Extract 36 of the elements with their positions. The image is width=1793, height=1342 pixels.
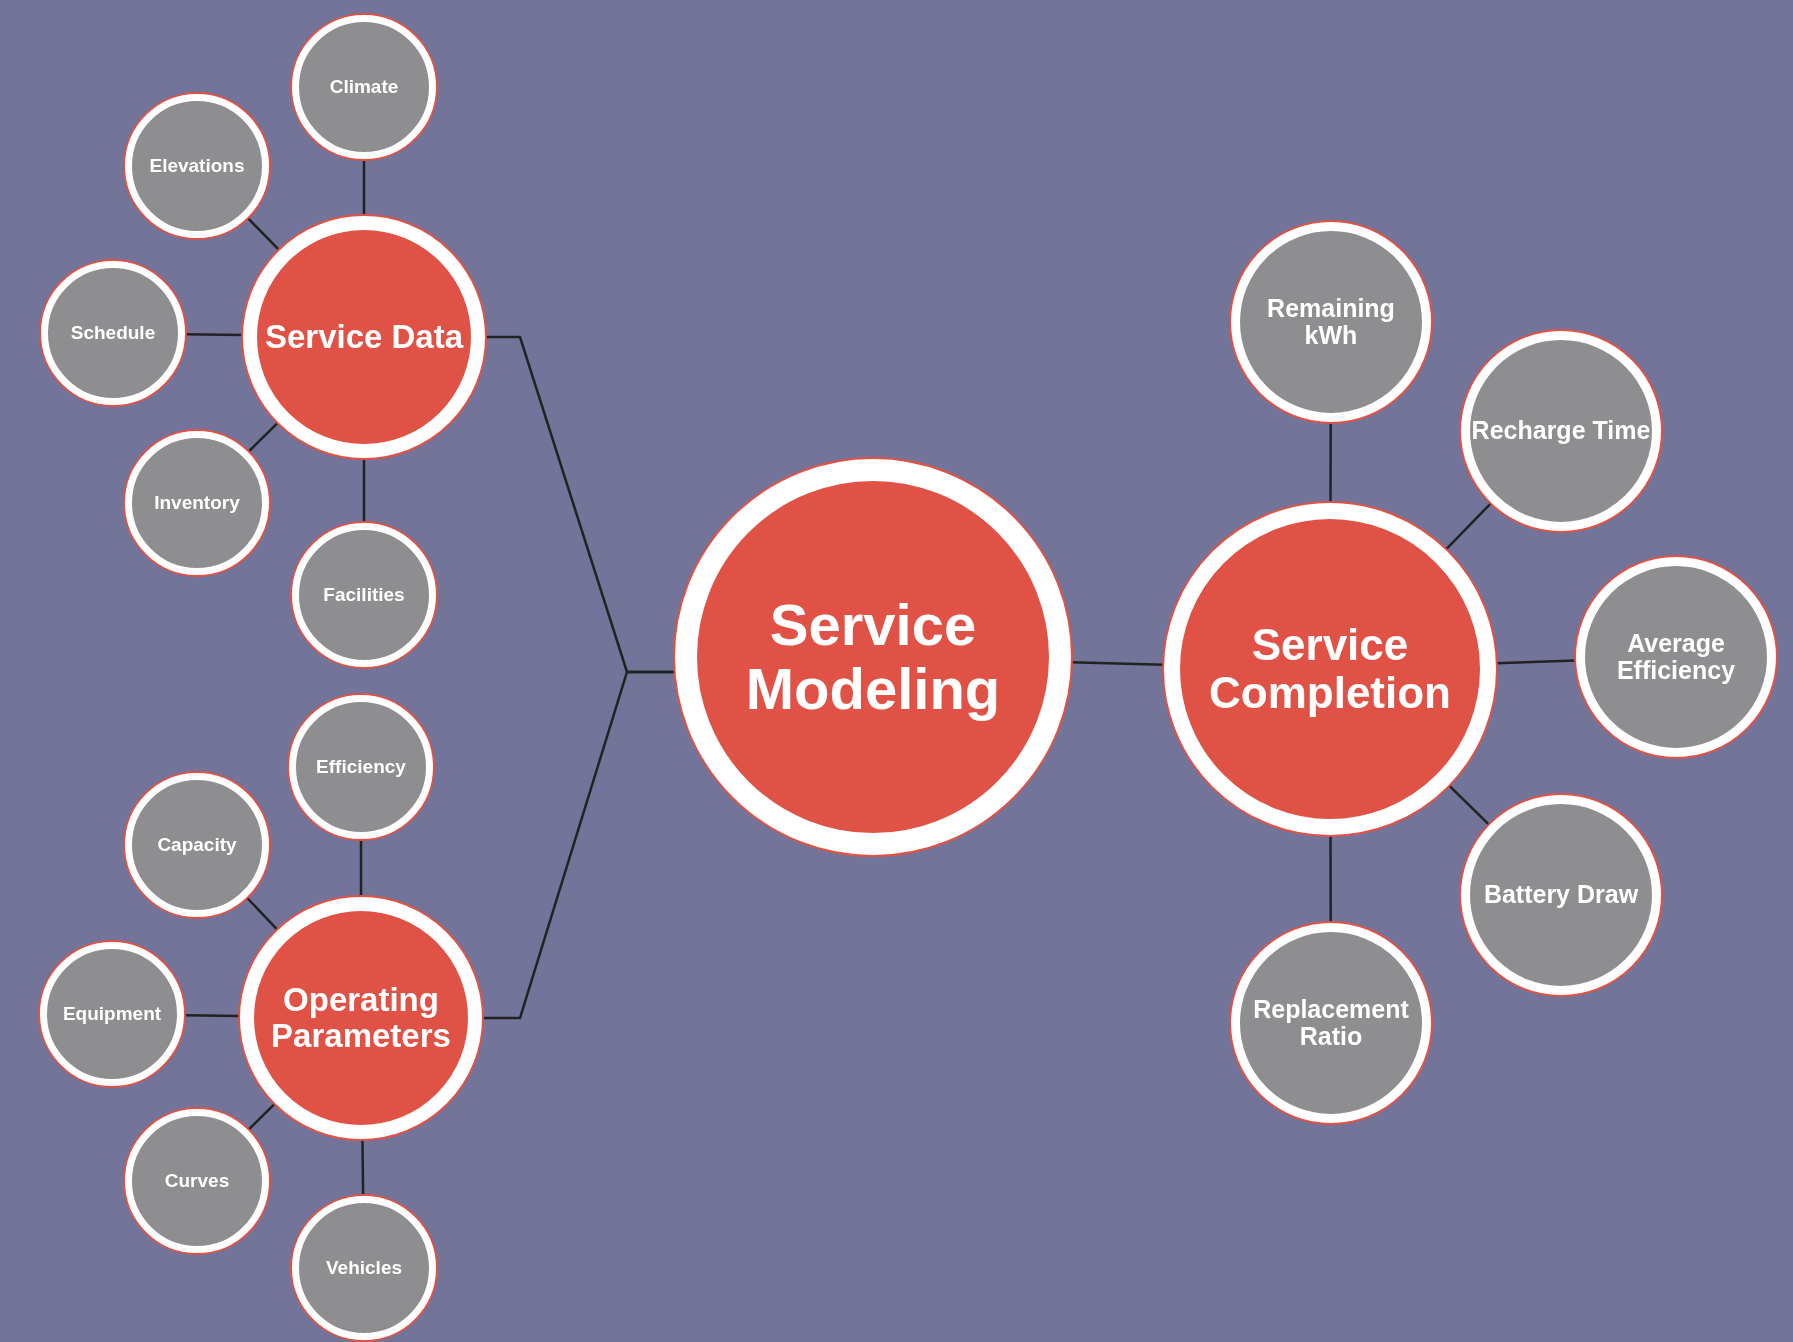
connector-line [1444, 501, 1493, 551]
node-label: Recharge Time [1471, 417, 1651, 445]
connector-line [184, 332, 244, 337]
node-label: Efficiency [316, 756, 406, 778]
connector-line [1447, 784, 1491, 826]
connector-line [1329, 422, 1332, 503]
node-label: Schedule [70, 322, 156, 344]
connector-line [247, 421, 280, 454]
node-label: Service Completion [1208, 620, 1452, 718]
node-label: Curves [164, 1170, 230, 1192]
node-label: Remaining kWh [1266, 294, 1396, 350]
connector-line [245, 896, 279, 932]
connector-line [183, 1013, 241, 1018]
node-label: Service Data [264, 318, 464, 356]
connector-line [359, 839, 363, 897]
connector-line [246, 216, 281, 252]
node-label: Capacity [157, 834, 237, 856]
connector-line [482, 670, 676, 1020]
node-label: Operating Parameters [270, 981, 452, 1055]
connector-line [1070, 660, 1165, 666]
node-label: Battery Draw [1483, 881, 1639, 909]
connector-line [361, 1138, 365, 1197]
node-label: Climate [329, 76, 399, 98]
node-label: Average Efficiency [1615, 629, 1737, 685]
connector-line [362, 159, 366, 216]
node-label: Replacement Ratio [1252, 995, 1410, 1051]
connector-line [1495, 659, 1577, 665]
node-label: Equipment [62, 1003, 162, 1025]
connector-line [362, 458, 366, 523]
node-label: Elevations [149, 155, 245, 177]
node-label: Inventory [154, 492, 240, 514]
connector-line [1329, 835, 1332, 923]
node-label: Facilities [323, 584, 405, 606]
node-label: Service Modeling [744, 593, 1002, 721]
connector-line [247, 1102, 277, 1132]
node-label: Vehicles [325, 1257, 403, 1279]
